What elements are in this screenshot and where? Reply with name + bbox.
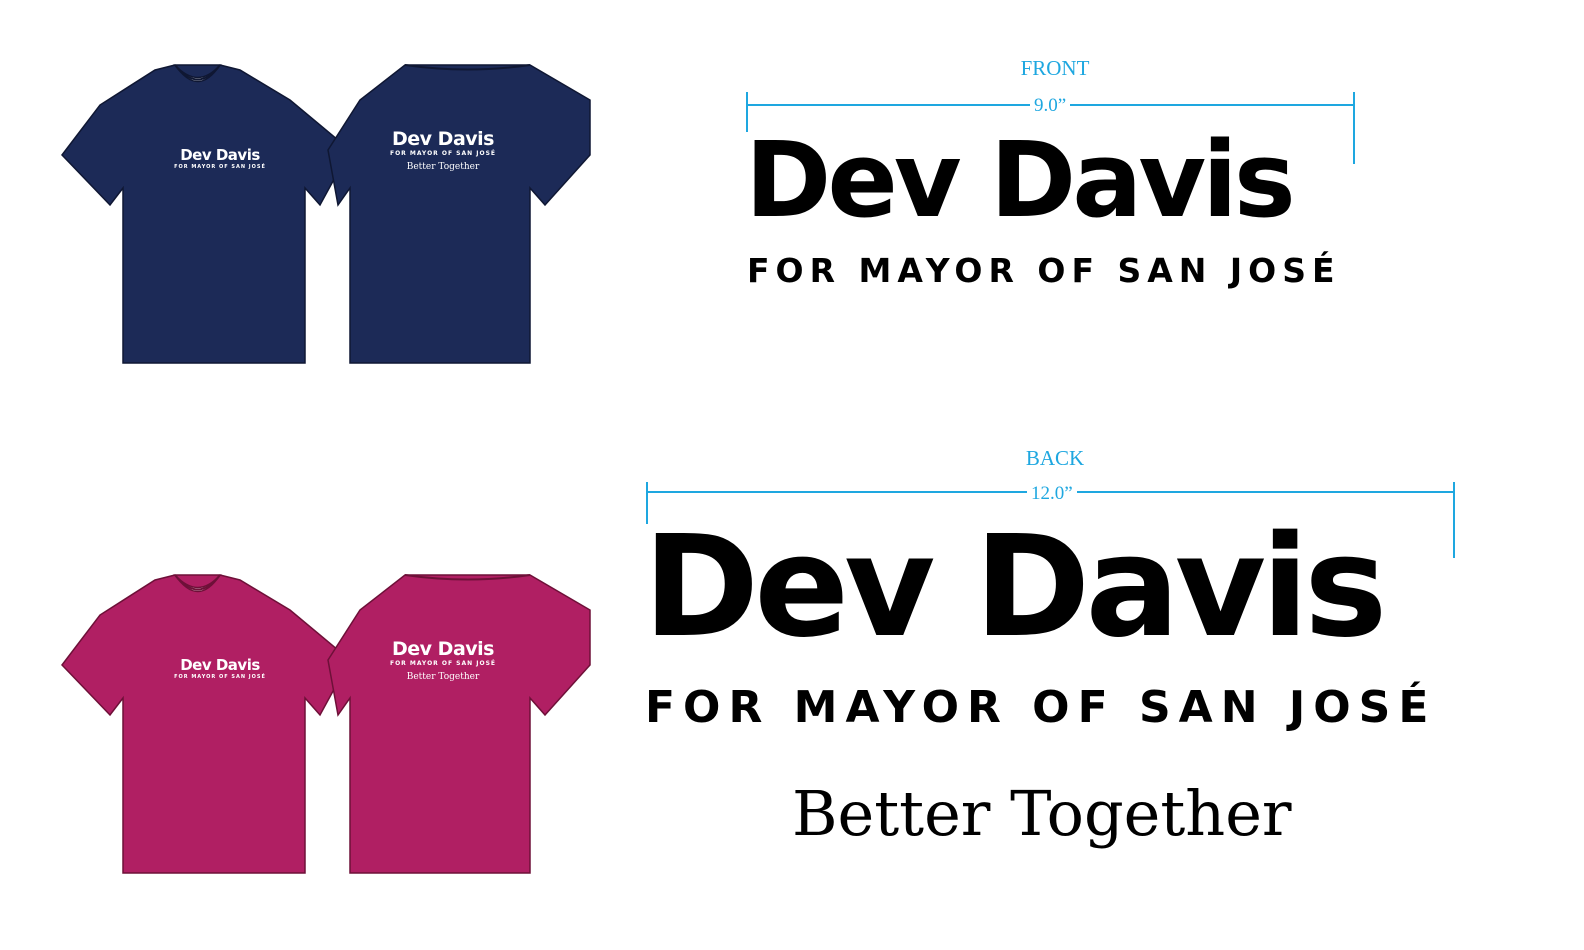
magenta-shirt-illustration (61, 574, 591, 874)
front-width-value: 9.0” (1030, 96, 1071, 115)
back-logo-tagline: Better Together (792, 777, 1292, 850)
navy-shirt-back-icon (327, 64, 591, 364)
shirt-back-subtitle: FOR MAYOR OF SAN JOSÉ (389, 150, 496, 157)
front-logo-subtitle: FOR MAYOR OF SAN JOSÉ (747, 251, 1341, 290)
navy-shirt-front-icon (61, 64, 351, 364)
back-dimension-tick-left (646, 482, 648, 524)
magenta-shirt-mockups: Dev Davis FOR MAYOR OF SAN JOSÉ Dev Davi… (60, 570, 600, 880)
front-spec-label: FRONT (1020, 56, 1090, 80)
magenta-shirt-back-icon (327, 574, 591, 874)
shirt-back-subtitle: FOR MAYOR OF SAN JOSÉ (389, 660, 496, 667)
shirt-front-name: Dev Davis (180, 656, 260, 674)
back-dimension-tick-right (1453, 482, 1455, 558)
back-logo-subtitle: FOR MAYOR OF SAN JOSÉ (645, 682, 1437, 733)
back-width-value: 12.0” (1027, 484, 1077, 503)
navy-shirt-illustration (61, 64, 591, 364)
magenta-shirt-front-icon (61, 574, 351, 874)
navy-shirt-mockups: Dev Davis FOR MAYOR OF SAN JOSÉ Dev Davi… (60, 60, 600, 370)
shirt-back-tagline: Better Together (406, 162, 480, 172)
shirt-back-name: Dev Davis (392, 128, 494, 150)
back-spec-label: BACK (1025, 446, 1085, 470)
shirt-front-subtitle: FOR MAYOR OF SAN JOSÉ (174, 674, 266, 680)
shirt-front-name: Dev Davis (180, 146, 260, 164)
back-logo-name: Dev Davis (643, 506, 1387, 669)
shirt-back-tagline: Better Together (406, 672, 480, 682)
front-dimension-tick-right (1353, 92, 1355, 164)
front-dimension-tick-left (746, 92, 748, 132)
shirt-back-name: Dev Davis (392, 638, 494, 660)
front-logo-name: Dev Davis (745, 119, 1296, 241)
shirt-front-subtitle: FOR MAYOR OF SAN JOSÉ (174, 164, 266, 170)
